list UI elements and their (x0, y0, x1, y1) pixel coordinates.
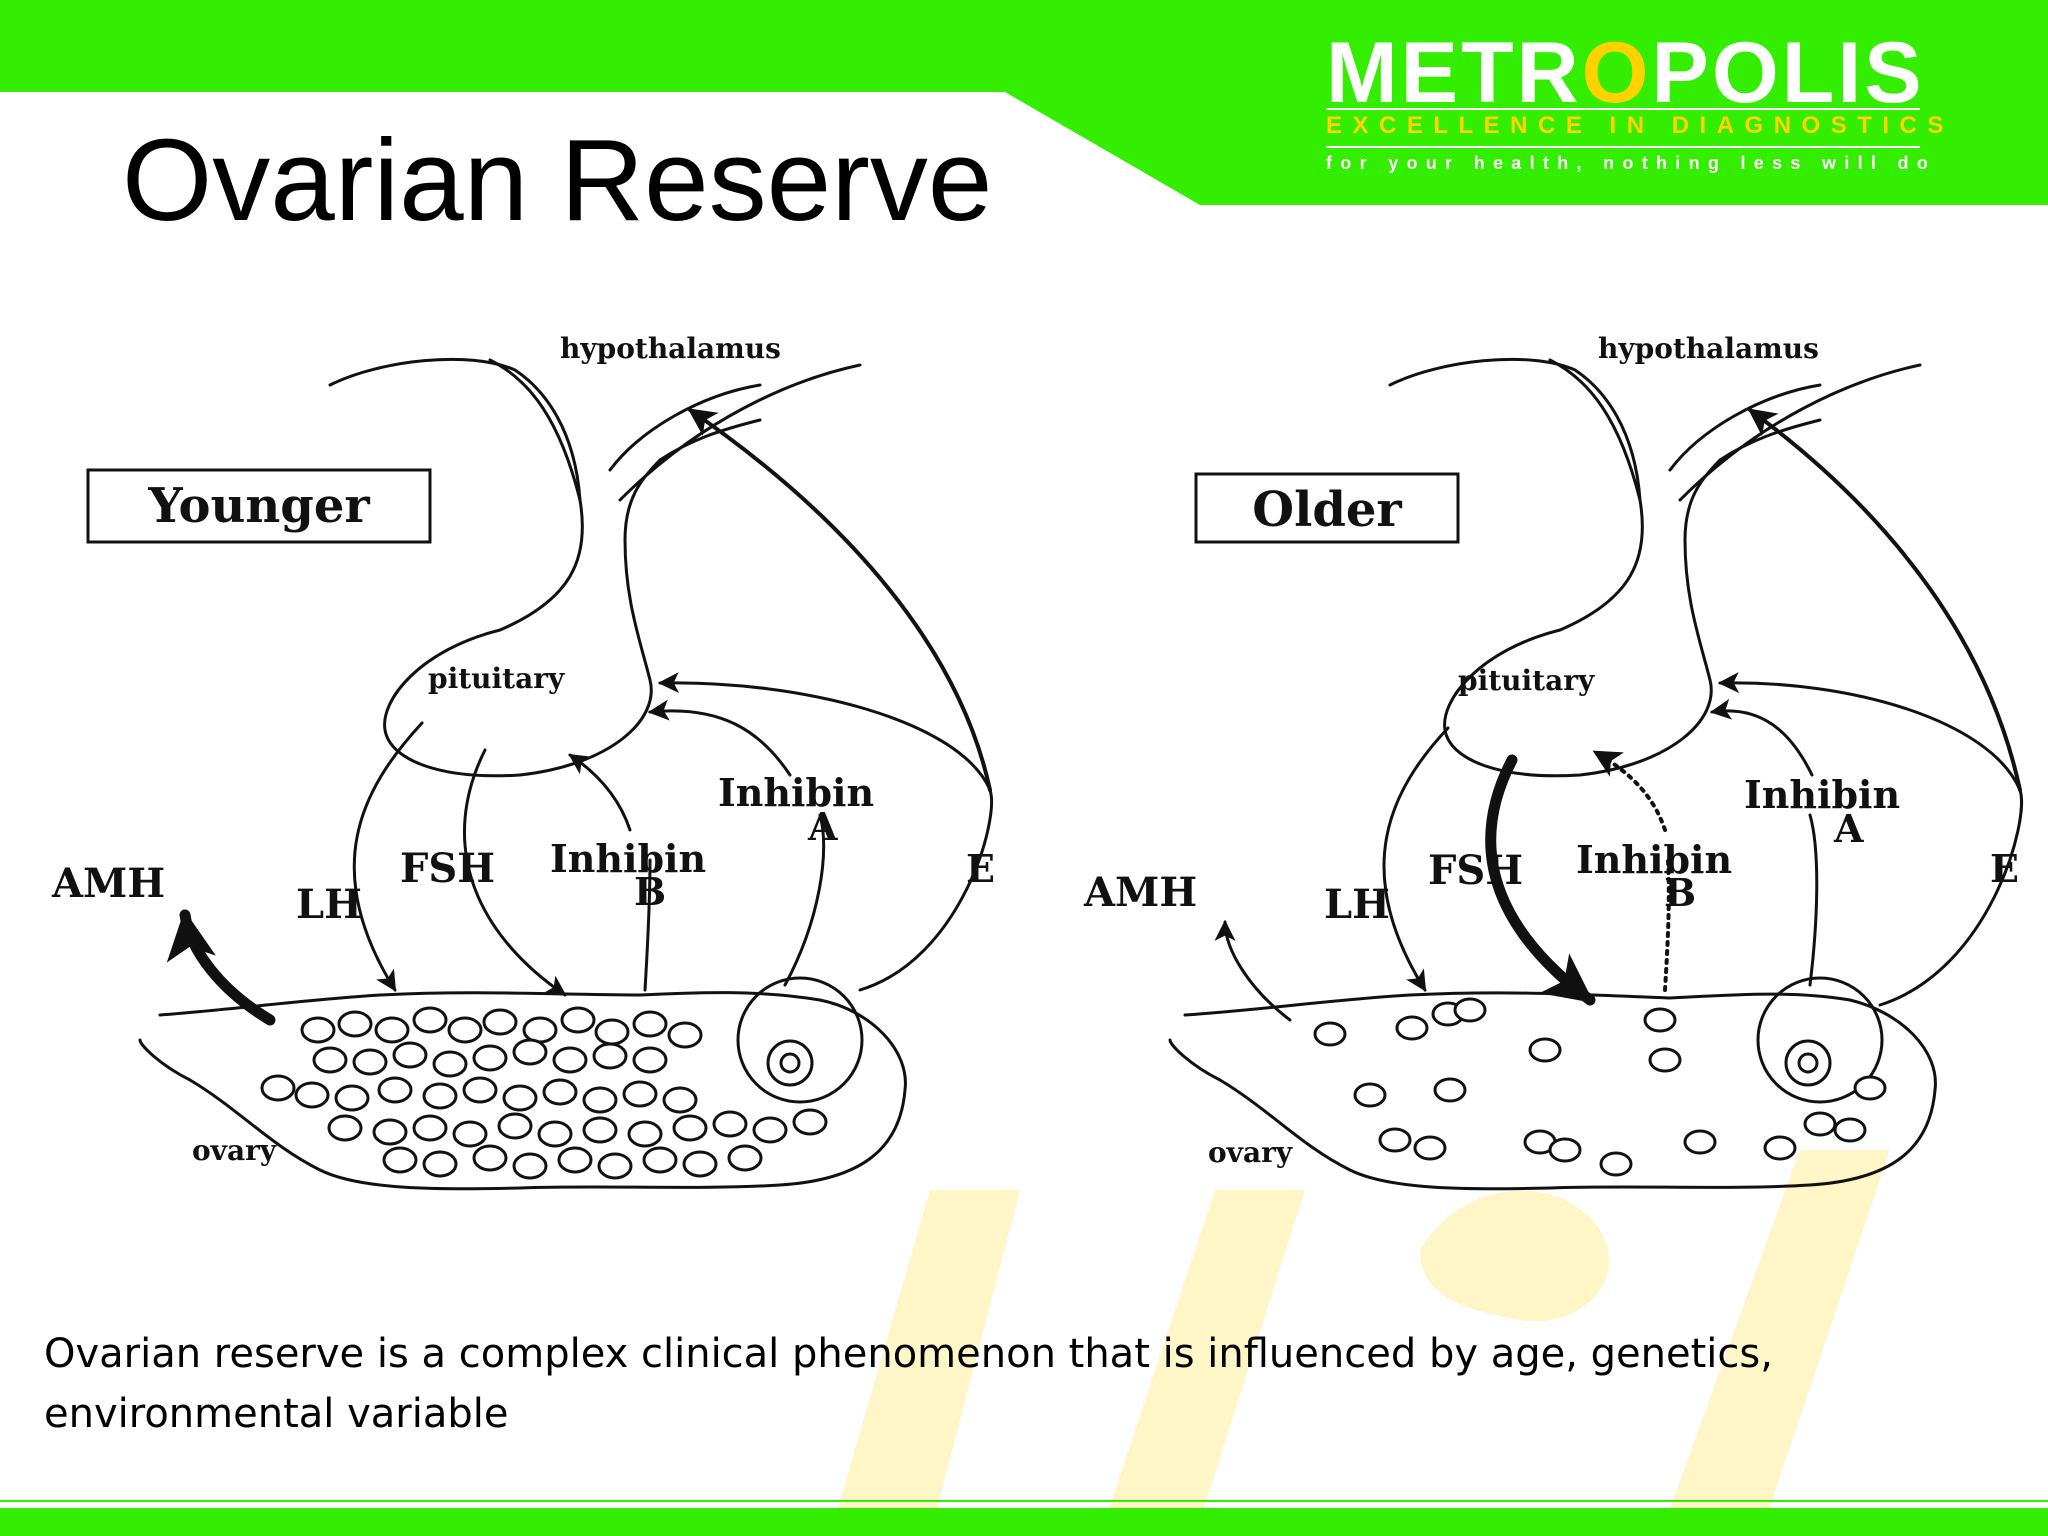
older-hypothalamus-label: hypothalamus (1598, 332, 1819, 365)
younger-estrogen-label: E (966, 846, 995, 891)
older-lh-arrow (1382, 726, 1450, 992)
older-inhibin-b-dotted-arrow (1592, 750, 1667, 832)
older-diagram (1168, 357, 2023, 1191)
logo-tagline: EXCELLENCE IN DIAGNOSTICS (1326, 112, 1954, 139)
caption-line-2: environmental variable (44, 1391, 509, 1437)
slide-caption: Ovarian reserve is a complex clinical ph… (44, 1324, 1944, 1444)
older-lh-label: LH (1324, 881, 1390, 928)
footer-band (0, 1508, 2048, 1536)
logo-rule-bottom (1326, 146, 1920, 148)
younger-box-label: Younger (147, 478, 370, 534)
younger-fsh-arrow (463, 748, 567, 997)
older-inhibin-a-sub: A (1833, 806, 1864, 851)
younger-lh-arrow (352, 721, 424, 992)
younger-pituitary-label: pituitary (428, 662, 565, 695)
older-amh-arrow (1214, 919, 1292, 1022)
older-estrogen-label: E (1990, 846, 2019, 891)
older-follicles (1313, 997, 1887, 1177)
younger-inhibin-a-label: Inhibin (718, 770, 874, 815)
logo-wordmark: METROPOLIS (1326, 30, 1922, 116)
older-label-box (1194, 472, 1460, 544)
logo-rule-top (1326, 108, 1920, 110)
younger-inhibin-b-label: Inhibin (550, 836, 706, 881)
older-fsh-arrow (1485, 754, 1596, 1006)
older-fsh-label: FSH (1428, 847, 1523, 894)
younger-fsh-label: FSH (400, 845, 495, 892)
logo-name-o: O (1581, 25, 1652, 121)
older-pituitary-label: pituitary (1458, 664, 1595, 697)
younger-ovary-label: ovary (192, 1134, 277, 1167)
older-inhibin-a-label: Inhibin (1744, 772, 1900, 817)
younger-label-box (86, 468, 432, 544)
younger-lh-label: LH (296, 881, 362, 928)
younger-inhibin-b-sub: B (634, 869, 666, 914)
younger-amh-arrow (166, 909, 276, 1026)
older-ovary-label: ovary (1208, 1136, 1293, 1169)
metropolis-logo: METROPOLIS EXCELLENCE IN DIAGNOSTICS for… (1326, 30, 1954, 180)
older-box-label: Older (1252, 482, 1402, 538)
younger-estrogen-hypothalamus-arrow (687, 408, 992, 792)
header-band (0, 0, 2048, 205)
older-amh-label: AMH (1083, 869, 1197, 916)
logo-name-part1: METR (1326, 25, 1582, 121)
younger-hypothalamus-label: hypothalamus (560, 332, 781, 365)
younger-follicles (260, 1006, 828, 1180)
logo-slogan: for your health, nothing less will do (1326, 153, 1937, 173)
older-inhibin-b-sub: B (1664, 870, 1696, 915)
younger-diagram (138, 357, 993, 1191)
watermark-shapes (830, 1150, 1890, 1536)
older-estrogen-hypothalamus-arrow (1747, 408, 2022, 792)
older-labels: Older hypothalamus pituitary ovary AMH L… (1083, 332, 2019, 1169)
younger-amh-label: AMH (51, 860, 165, 907)
younger-inhibin-a-sub: A (807, 804, 838, 849)
younger-labels: Younger hypothalamus pituitary ovary AMH… (51, 332, 995, 1167)
caption-line-1: Ovarian reserve is a complex clinical ph… (44, 1331, 1773, 1377)
slide-title: Ovarian Reserve (122, 115, 993, 245)
footer-rule (0, 1500, 2048, 1502)
logo-name-part2: POLIS (1651, 25, 1925, 121)
older-inhibin-b-label: Inhibin (1576, 837, 1732, 882)
